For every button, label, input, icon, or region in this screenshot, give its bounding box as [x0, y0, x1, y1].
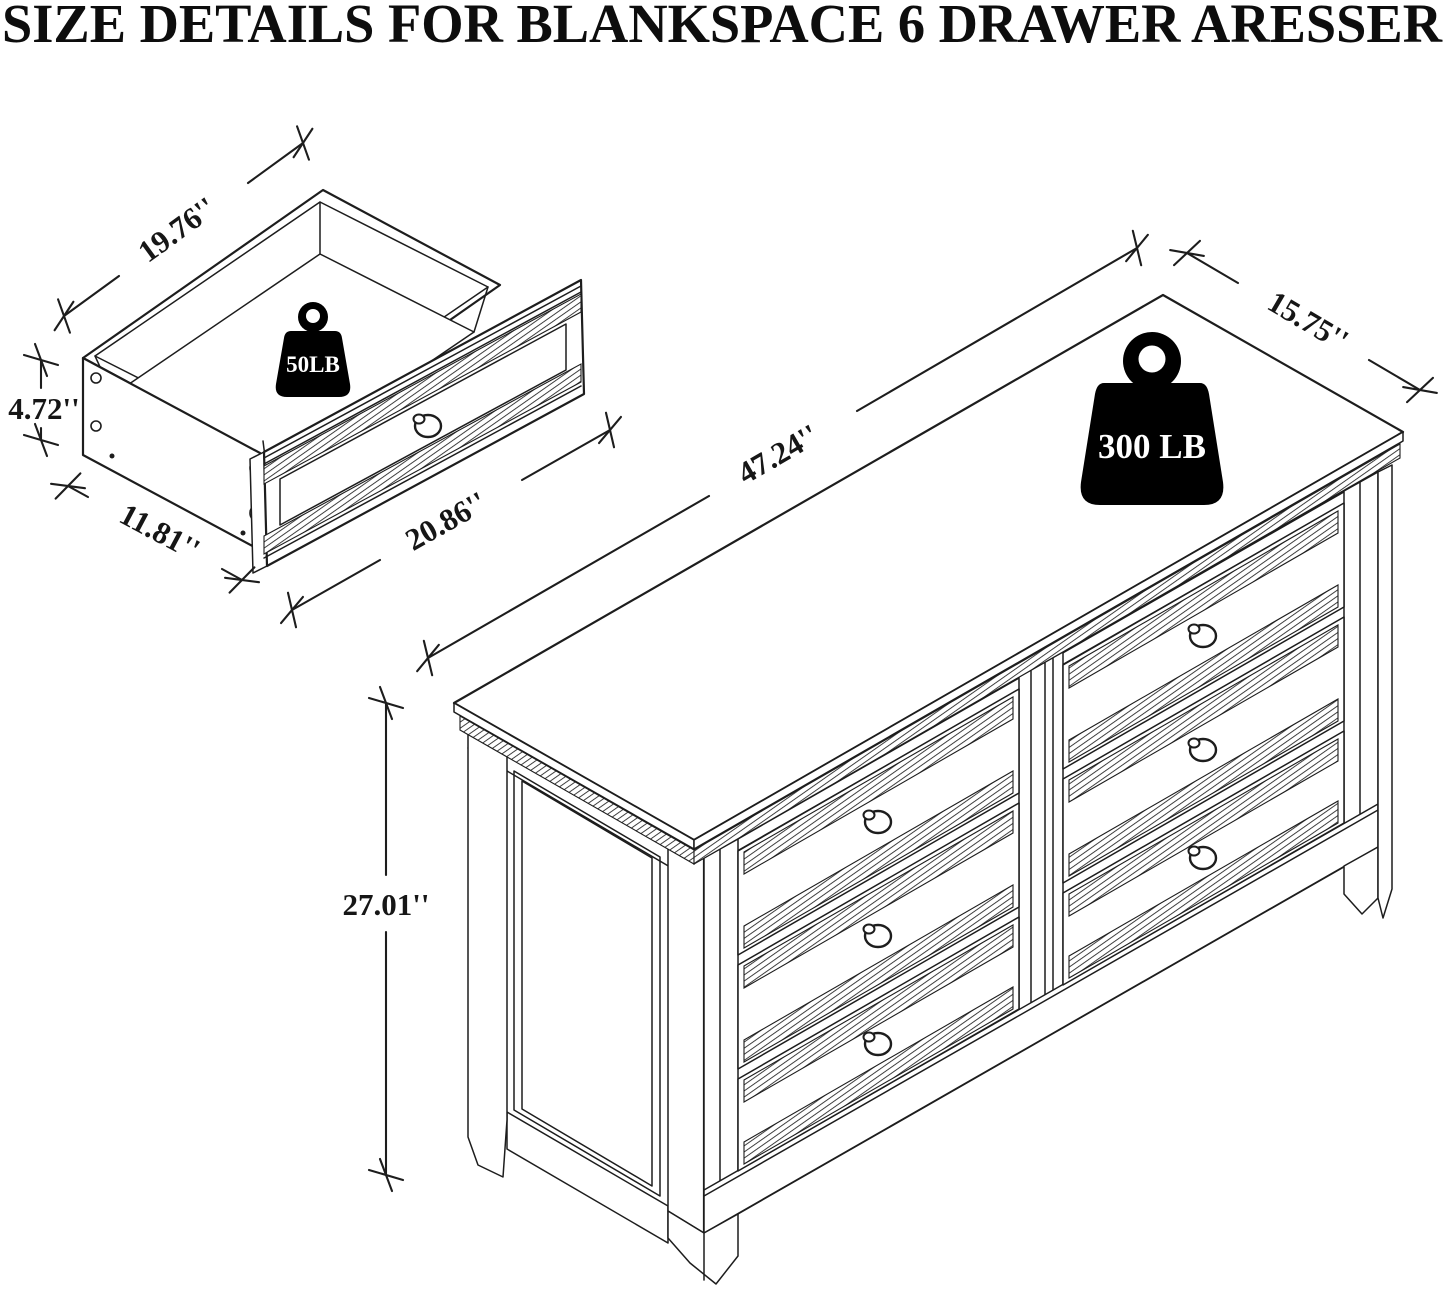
- dresser-width-label: 47.24'': [731, 417, 824, 491]
- top-cove-molding: [693, 443, 1401, 865]
- dresser-weight-capacity-icon: 300 LB: [1080, 332, 1224, 505]
- drawer-knob-icon: [412, 413, 443, 439]
- dresser-knob-icon: [1187, 623, 1218, 649]
- drawer-front: [737, 802, 1020, 1070]
- screw-hole: [90, 372, 102, 384]
- dresser-knob-icon: [862, 1031, 893, 1057]
- drawer-front: [737, 688, 1020, 956]
- dresser-knob-icon: [1187, 845, 1218, 871]
- side-front-stile: [667, 835, 705, 1234]
- drawer-length-label: 19.76'': [131, 190, 222, 269]
- dresser-weight-capacity-label: 300 LB: [1098, 427, 1206, 466]
- drawer-front: [1062, 730, 1345, 986]
- drawer-front: [1062, 502, 1345, 770]
- front-panel-top-molding: [263, 293, 582, 485]
- drawer-front: [1062, 616, 1345, 884]
- drawer-front-width-label: 20.86'': [399, 484, 492, 557]
- screw-hole: [90, 420, 102, 432]
- drawer-weight-capacity-label: 50LB: [286, 352, 340, 377]
- drawer-front: [737, 916, 1020, 1172]
- dresser-knob-icon: [862, 809, 893, 835]
- front-panel-recess: [279, 323, 567, 526]
- drawer-height-dimension: 4.72'': [8, 342, 80, 458]
- drawer-height-label: 4.72'': [8, 391, 79, 426]
- drawer-diagram: 50LB 19.76'' 4.72'' 11.81'': [8, 118, 634, 634]
- front-right-leg: [1343, 846, 1379, 915]
- front-left-leg: [667, 1210, 739, 1285]
- top-edge: [693, 431, 1404, 850]
- dresser-height-label: 27.01'': [343, 887, 430, 922]
- drawer-weight-capacity-icon: 50LB: [275, 302, 351, 397]
- side-recessed-panel: [513, 770, 661, 1197]
- dresser-diagram: 300 LB 47.24'' 15.75'' 27.01'': [343, 224, 1444, 1285]
- dresser-knob-icon: [1187, 737, 1218, 763]
- back-left-leg: [467, 718, 508, 1178]
- dresser-knob-icon: [862, 923, 893, 949]
- page-title: SIZE DETAILS FOR BLANKSPACE 6 DRAWER ARE…: [2, 0, 1443, 54]
- right-edge: [1377, 464, 1393, 919]
- dresser-height-dimension: 27.01'': [343, 685, 430, 1193]
- front-panel-bottom-molding: [263, 363, 582, 555]
- dresser-depth-label: 15.75'': [1262, 284, 1355, 358]
- side-bottom-rail: [506, 1111, 669, 1244]
